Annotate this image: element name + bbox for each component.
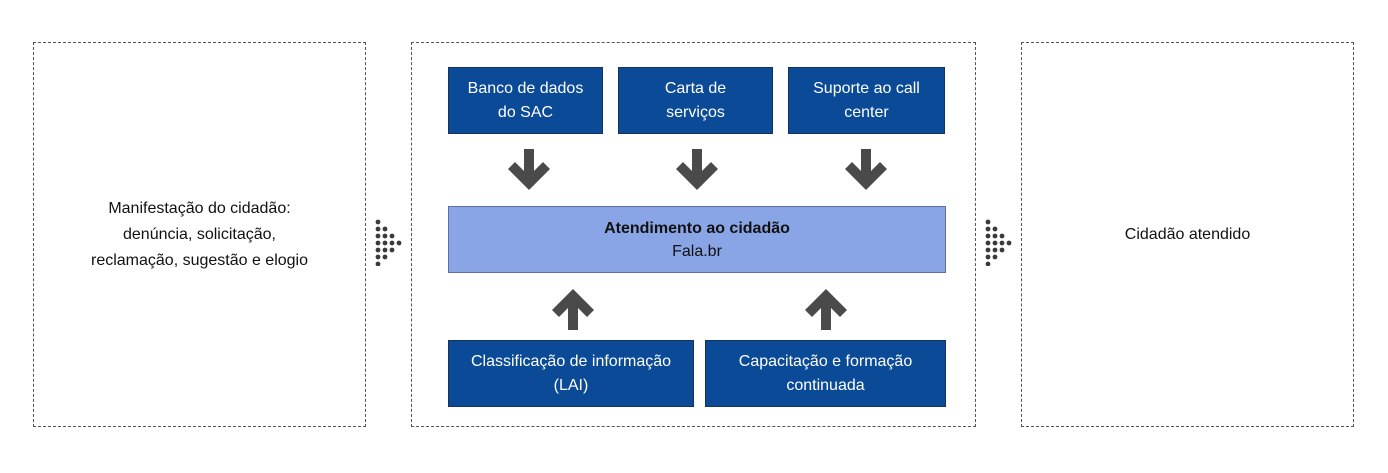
input-box-label: Classificação de informação (LAI) — [470, 352, 672, 394]
input-box-label: Capacitação e formação continuada — [738, 352, 913, 394]
up-arrow-icon — [552, 289, 594, 330]
output-panel-text: Cidadão atendido — [1124, 225, 1251, 243]
dotted-chevron-icon — [985, 219, 1012, 266]
input-box-information-classification: Classificação de informação (LAI) — [448, 340, 694, 407]
down-arrow-icon — [845, 149, 887, 190]
down-arrow-icon — [676, 149, 718, 190]
dotted-chevron-icon — [375, 219, 402, 266]
input-panel-text: Manifestação do cidadão: denúncia, solic… — [90, 199, 309, 269]
input-box-label: Banco de dados do SAC — [467, 79, 584, 121]
process-panel — [411, 42, 976, 427]
down-arrow-icon — [508, 149, 550, 190]
center-subtitle: Fala.br — [672, 242, 722, 260]
input-box-label: Carta de serviços — [664, 79, 727, 121]
up-arrow-icon — [805, 289, 847, 330]
input-box-training: Capacitação e formação continuada — [705, 340, 946, 407]
input-panel: Manifestação do cidadão: denúncia, solic… — [33, 42, 366, 427]
citizen-service-box: Atendimento ao cidadão Fala.br — [448, 206, 946, 273]
input-box-call-center-support: Suporte ao call center — [788, 67, 945, 134]
output-panel: Cidadão atendido — [1021, 42, 1354, 427]
center-title: Atendimento ao cidadão — [604, 219, 790, 237]
input-box-sac-database: Banco de dados do SAC — [448, 67, 603, 134]
input-box-service-charter: Carta de serviços — [618, 67, 773, 134]
input-box-label: Suporte ao call center — [813, 79, 920, 121]
